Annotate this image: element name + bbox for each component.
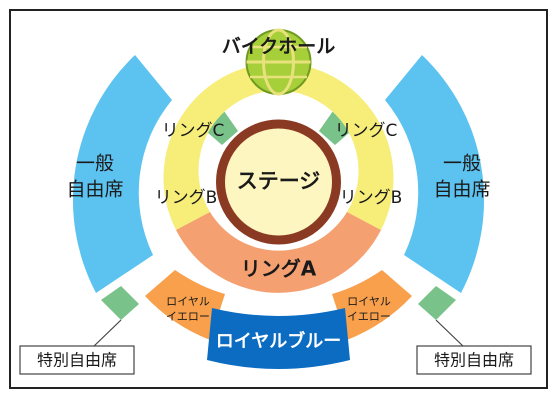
bike-hall-label: バイクホール [222, 36, 336, 58]
royal-yellow-right-label-2: イエロー [347, 310, 391, 323]
royal-blue[interactable] [207, 308, 350, 369]
royal-yellow-right[interactable] [332, 270, 412, 340]
stage-label: ステージ [237, 169, 321, 193]
royal-yellow-left[interactable] [145, 270, 225, 340]
special-seat-right[interactable] [418, 286, 456, 320]
bike-hall-ball [245, 28, 312, 96]
ring-b-right-label: リングB [340, 188, 403, 208]
stage-ring [216, 119, 341, 245]
general-seat-left-label-1: 一般 [76, 153, 114, 175]
special-leader-left [91, 319, 122, 349]
royal-blue-label: ロイヤルブルー [216, 330, 341, 352]
special-left-box [19, 345, 135, 375]
royal-yellow-right-label-1: ロイヤル [347, 295, 391, 308]
general-seat-left-label-2: 自由席 [66, 179, 123, 201]
ring-a-label: リングA [241, 257, 317, 281]
ring-c-right-label: リングC [335, 121, 398, 141]
special-seat-right-label: 特別自由席 [434, 351, 514, 370]
royal-yellow-left-label-2: イエロー [166, 310, 210, 323]
special-seat-left[interactable] [101, 286, 139, 320]
general-seat-right-label-2: 自由席 [433, 179, 490, 201]
special-leader-right [435, 319, 466, 349]
royal-yellow-left-label-1: ロイヤル [166, 295, 210, 308]
special-seat-left-label: 特別自由席 [37, 351, 117, 370]
general-seat-right-label-1: 一般 [443, 153, 481, 175]
general-seat-right[interactable] [385, 55, 485, 293]
special-right-box [416, 345, 532, 375]
ring-b[interactable] [163, 62, 394, 230]
ring-c-left-label: リングC [162, 121, 225, 141]
ring-b-left-label: リングB [155, 188, 218, 208]
ring-a[interactable] [176, 212, 381, 293]
general-seat-left[interactable] [72, 55, 172, 293]
